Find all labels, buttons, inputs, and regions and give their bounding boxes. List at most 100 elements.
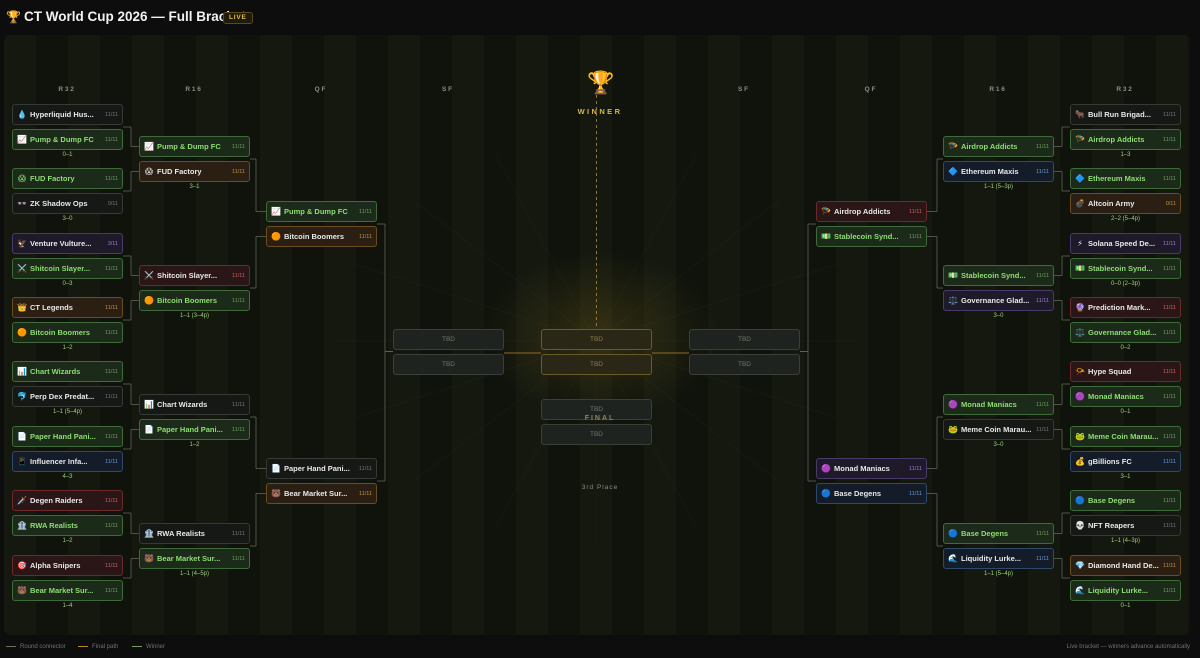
team-score: 11/11: [105, 587, 118, 594]
team-card[interactable]: 💧Hyperliquid Hus...11/11: [12, 104, 123, 125]
team-icon: 🐂: [1075, 110, 1085, 119]
team-name: Prediction Mark...: [1088, 303, 1151, 312]
team-card[interactable]: 📄Paper Hand Pani...11/11: [12, 426, 123, 447]
team-name: Alpha Snipers: [30, 561, 81, 570]
team-card[interactable]: 💵Stablecoin Synd...11/11: [816, 226, 927, 247]
team-name: Shitcoin Slayer...: [157, 271, 218, 280]
team-card[interactable]: 💎Diamond Hand De...11/11: [1070, 555, 1181, 576]
third-place-slot[interactable]: TBD: [541, 399, 652, 420]
team-card[interactable]: 📱Influencer Infa...11/11: [12, 451, 123, 472]
legend-winner-label: Winner: [146, 644, 166, 650]
team-score: 11/11: [1163, 368, 1176, 375]
team-name: Liquidity Lurke...: [1088, 586, 1149, 595]
team-score: 11/11: [1163, 497, 1176, 504]
team-score: 11/11: [105, 497, 118, 504]
team-card[interactable]: 📄Paper Hand Pani...11/11: [139, 419, 250, 440]
third-place-slot[interactable]: TBD: [541, 424, 652, 445]
team-card[interactable]: ⚔️Shitcoin Slayer...11/11: [139, 265, 250, 286]
team-card[interactable]: 💵Stablecoin Synd...11/11: [943, 265, 1054, 286]
team-score: 11/11: [1163, 111, 1176, 118]
match-result: 0–2: [1120, 345, 1131, 351]
round-label-r16-right: R16: [989, 86, 1007, 93]
team-card[interactable]: 🐻Bear Market Sur...11/11: [266, 483, 377, 504]
final-slot[interactable]: TBD: [541, 329, 652, 350]
team-name: Diamond Hand De...: [1088, 561, 1159, 570]
team-card[interactable]: 🐻Bear Market Sur...11/11: [139, 548, 250, 569]
team-name: Monad Maniacs: [961, 400, 1017, 409]
team-card[interactable]: 🦅Venture Vulture...3/11: [12, 233, 123, 254]
team-card[interactable]: ⚔️Shitcoin Slayer...11/11: [12, 258, 123, 279]
glow-ray: [411, 199, 597, 342]
team-score: 11/11: [105, 111, 118, 118]
team-score: 11/11: [1163, 304, 1176, 311]
team-card[interactable]: ⚡Solana Speed De...11/11: [1070, 233, 1181, 254]
team-icon: 🔵: [1075, 496, 1085, 505]
team-score: 11/11: [909, 233, 922, 240]
match-result: 1–4: [62, 603, 73, 609]
team-card[interactable]: 🌊Liquidity Lurke...11/11: [1070, 580, 1181, 601]
match-result: 4–3: [62, 474, 73, 480]
team-score: 11/11: [105, 458, 118, 465]
team-card[interactable]: 💵Stablecoin Synd...11/11: [1070, 258, 1181, 279]
semifinal-slot[interactable]: TBD: [689, 354, 800, 375]
team-card[interactable]: 🌊Liquidity Lurke...11/11: [943, 548, 1054, 569]
team-card[interactable]: 📄Paper Hand Pani...11/11: [266, 458, 377, 479]
team-card[interactable]: ⚖️Governance Glad...11/11: [943, 290, 1054, 311]
team-card[interactable]: 🐬Perp Dex Predat...11/11: [12, 386, 123, 407]
team-icon: 🔵: [948, 529, 958, 538]
team-name: Perp Dex Predat...: [30, 392, 95, 401]
team-name: Governance Glad...: [961, 296, 1030, 305]
team-score: 11/11: [1163, 587, 1176, 594]
team-card[interactable]: 🐸Meme Coin Marau...11/11: [1070, 426, 1181, 447]
semifinal-slot[interactable]: TBD: [393, 329, 504, 350]
team-card[interactable]: 🐻Bear Market Sur...11/11: [12, 580, 123, 601]
round-label-r32-left: R32: [58, 86, 76, 93]
semifinal-slot[interactable]: TBD: [689, 329, 800, 350]
semifinal-slot[interactable]: TBD: [393, 354, 504, 375]
team-card[interactable]: 🐂Bull Run Brigad...11/11: [1070, 104, 1181, 125]
team-card[interactable]: 🐸Meme Coin Marau...11/11: [943, 419, 1054, 440]
team-name: Liquidity Lurke...: [961, 554, 1022, 563]
team-icon: 🐬: [17, 392, 27, 401]
team-name: Bitcoin Boomers: [157, 296, 218, 305]
match-result: 3–0: [993, 442, 1004, 448]
team-name: Ethereum Maxis: [1088, 174, 1146, 183]
team-score: 11/11: [1036, 426, 1049, 433]
team-card[interactable]: 🔮Prediction Mark...11/11: [1070, 297, 1181, 318]
final-slot[interactable]: TBD: [541, 354, 652, 375]
team-icon: ⚔️: [144, 271, 154, 280]
team-icon: 💀: [1075, 521, 1085, 530]
team-card[interactable]: ⚖️Governance Glad...11/11: [1070, 322, 1181, 343]
